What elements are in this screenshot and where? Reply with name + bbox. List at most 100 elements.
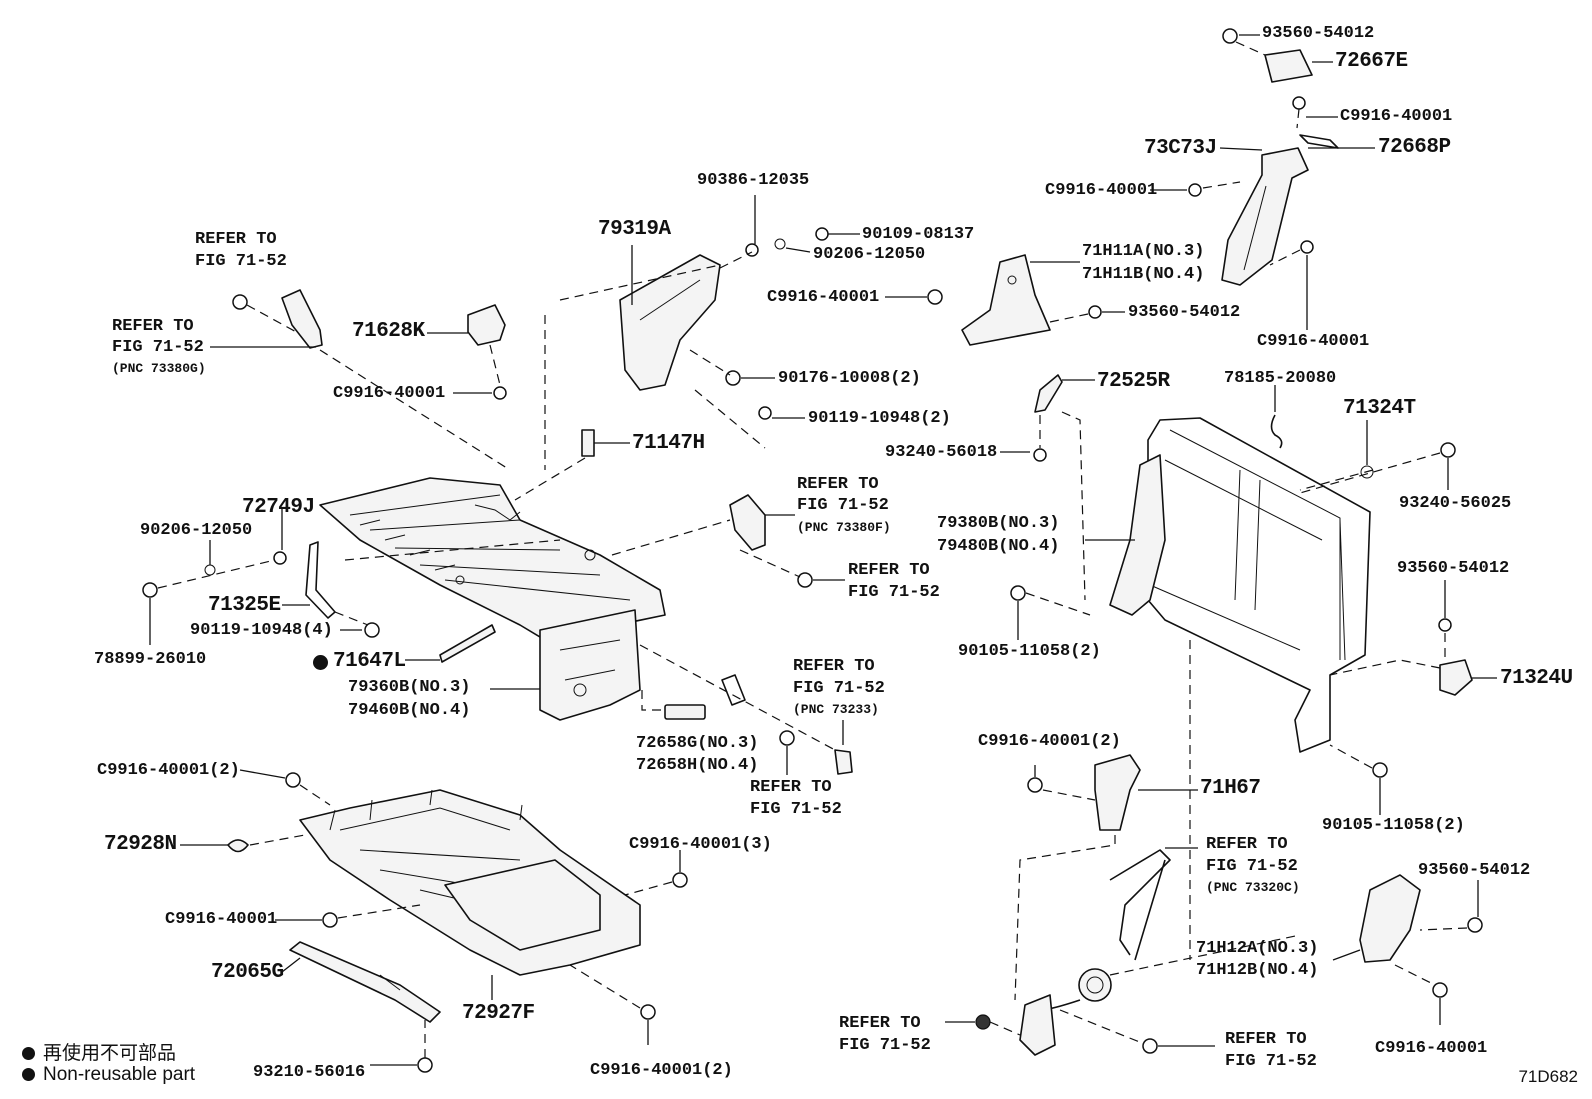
- label-C9916-40001-h: C9916-40001(3): [629, 835, 772, 854]
- pad-72658G: [639, 644, 853, 775]
- label-C9916-40001-d: C9916-40001: [1257, 332, 1370, 351]
- label-90206-12050-a: 90206-12050: [813, 245, 926, 264]
- label-71H11A: 71H11A(NO.3): [1082, 242, 1205, 261]
- label-90105-11058-a: 90105-11058(2): [958, 642, 1101, 661]
- pad-71147H: [514, 429, 630, 501]
- label-refer5: REFER TO: [793, 657, 875, 676]
- strap-72065G: [281, 941, 441, 1073]
- label-refer1b: FIG 71-52: [195, 252, 287, 271]
- label-refer8b: FIG 71-52: [839, 1036, 931, 1055]
- label-71324T: 71324T: [1343, 397, 1416, 420]
- label-90206-12050-b: 90206-12050: [140, 521, 253, 540]
- legend-jp-text: 再使用不可部品: [43, 1043, 177, 1064]
- label-93240-56025: 93240-56025: [1399, 494, 1512, 513]
- label-93560-54012-top: 93560-54012: [1262, 24, 1375, 43]
- label-refer6: REFER TO: [750, 778, 832, 797]
- label-72928N: 72928N: [104, 833, 177, 856]
- label-79319A: 79319A: [598, 218, 671, 241]
- label-90105-11058-b: 90105-11058(2): [1322, 816, 1465, 835]
- label-refer3b: FIG 71-52: [797, 496, 889, 515]
- label-72927F: 72927F: [462, 1002, 535, 1025]
- label-pnc73380f: (PNC 73380F): [797, 520, 891, 535]
- label-C9916-40001-j: C9916-40001: [1375, 1039, 1488, 1058]
- label-90119-10948-b: 90119-10948(4): [190, 621, 333, 640]
- label-90109-08137: 90109-08137: [862, 225, 975, 244]
- label-refer4b: FIG 71-52: [848, 583, 940, 602]
- label-93210-56016: 93210-56016: [253, 1063, 366, 1082]
- label-79380B: 79380B(NO.3): [937, 514, 1060, 533]
- label-72668P: 72668P: [1378, 136, 1451, 159]
- label-73C73J: 73C73J: [1144, 137, 1217, 160]
- label-refer4: REFER TO: [848, 561, 930, 580]
- label-71H12A: 71H12A(NO.3): [1196, 939, 1319, 958]
- belt-retractor: [945, 847, 1301, 1056]
- label-refer2: REFER TO: [112, 317, 194, 336]
- buckle-area-left: [210, 289, 511, 471]
- label-72658G: 72658G(NO.3): [636, 734, 759, 753]
- label-C9916-40001-a: C9916-40001: [1340, 107, 1453, 126]
- label-93560-54012-b: 93560-54012: [1128, 303, 1241, 322]
- label-C9916-40001-f: C9916-40001(2): [978, 732, 1121, 751]
- label-C9916-40001-g: C9916-40001(2): [97, 761, 240, 780]
- label-71147H: 71147H: [632, 432, 705, 455]
- label-refer5b: FIG 71-52: [793, 679, 885, 698]
- label-pnc73380g: (PNC 73380G): [112, 361, 206, 376]
- label-78899-26010: 78899-26010: [94, 650, 207, 669]
- label-72667E: 72667E: [1335, 50, 1408, 73]
- label-C9916-40001-c: C9916-40001: [767, 288, 880, 307]
- label-79480B: 79480B(NO.4): [937, 537, 1060, 556]
- figure-code: 71D682: [1518, 1067, 1578, 1086]
- legend-dot: [22, 1068, 35, 1081]
- label-C9916-40001-i: C9916-40001: [165, 910, 278, 929]
- label-C9916-40001-k: C9916-40001(2): [590, 1061, 733, 1080]
- label-71325E: 71325E: [208, 594, 281, 617]
- bracket-79319A: [544, 195, 860, 470]
- label-90386-12035: 90386-12035: [697, 171, 810, 190]
- label-72065G: 72065G: [211, 961, 284, 984]
- label-79460B: 79460B(NO.4): [348, 701, 471, 720]
- buckle-center: [611, 494, 845, 588]
- label-refer6b: FIG 71-52: [750, 800, 842, 819]
- label-refer2b: FIG 71-52: [112, 338, 204, 357]
- label-93560-54012-c: 93560-54012: [1397, 559, 1510, 578]
- label-79360B: 79360B(NO.3): [348, 678, 471, 697]
- label-93560-54012-d: 93560-54012: [1418, 861, 1531, 880]
- label-C9916-40001-e: C9916-40001: [333, 384, 446, 403]
- left-fastener-group: [142, 508, 561, 663]
- legend-dot: [22, 1047, 35, 1060]
- guide-71H67: [1014, 754, 1198, 1001]
- label-71H11B: 71H11B(NO.4): [1082, 265, 1205, 284]
- label-refer1: REFER TO: [195, 230, 277, 249]
- label-90119-10948-a: 90119-10948(2): [808, 409, 951, 428]
- label-refer9b: FIG 71-52: [1225, 1052, 1317, 1071]
- legend-en-text: Non-reusable part: [43, 1064, 196, 1085]
- non-reusable-marker: [313, 655, 328, 670]
- label-refer7: REFER TO: [1206, 835, 1288, 854]
- label-90176-10008: 90176-10008(2): [778, 369, 921, 388]
- label-refer7b: FIG 71-52: [1206, 857, 1298, 876]
- label-refer8: REFER TO: [839, 1014, 921, 1033]
- label-refer9: REFER TO: [1225, 1030, 1307, 1049]
- cushion-frame: [319, 477, 666, 721]
- belt-guide-assembly: [1150, 28, 1375, 330]
- label-71H12B: 71H12B(NO.4): [1196, 961, 1319, 980]
- label-71H67: 71H67: [1200, 777, 1261, 800]
- label-pnc73233: (PNC 73233): [793, 702, 879, 717]
- label-72749J: 72749J: [242, 496, 315, 519]
- label-refer3: REFER TO: [797, 475, 879, 494]
- label-71647L: 71647L: [333, 650, 406, 673]
- label-78185-20080: 78185-20080: [1224, 369, 1337, 388]
- bracket-71H11: [885, 254, 1125, 346]
- label-72658H: 72658H(NO.4): [636, 756, 759, 775]
- label-93240-56018: 93240-56018: [885, 443, 998, 462]
- cover-71H12: [1332, 874, 1483, 1025]
- label-71628K: 71628K: [352, 320, 425, 343]
- label-C9916-40001-b: C9916-40001: [1045, 181, 1158, 200]
- label-72525R: 72525R: [1097, 370, 1170, 393]
- tray-72927F: [180, 769, 688, 1045]
- label-pnc73320c: (PNC 73320C): [1206, 880, 1300, 895]
- legend-line-en: Non-reusable part: [22, 1064, 195, 1086]
- label-71324U: 71324U: [1500, 667, 1573, 690]
